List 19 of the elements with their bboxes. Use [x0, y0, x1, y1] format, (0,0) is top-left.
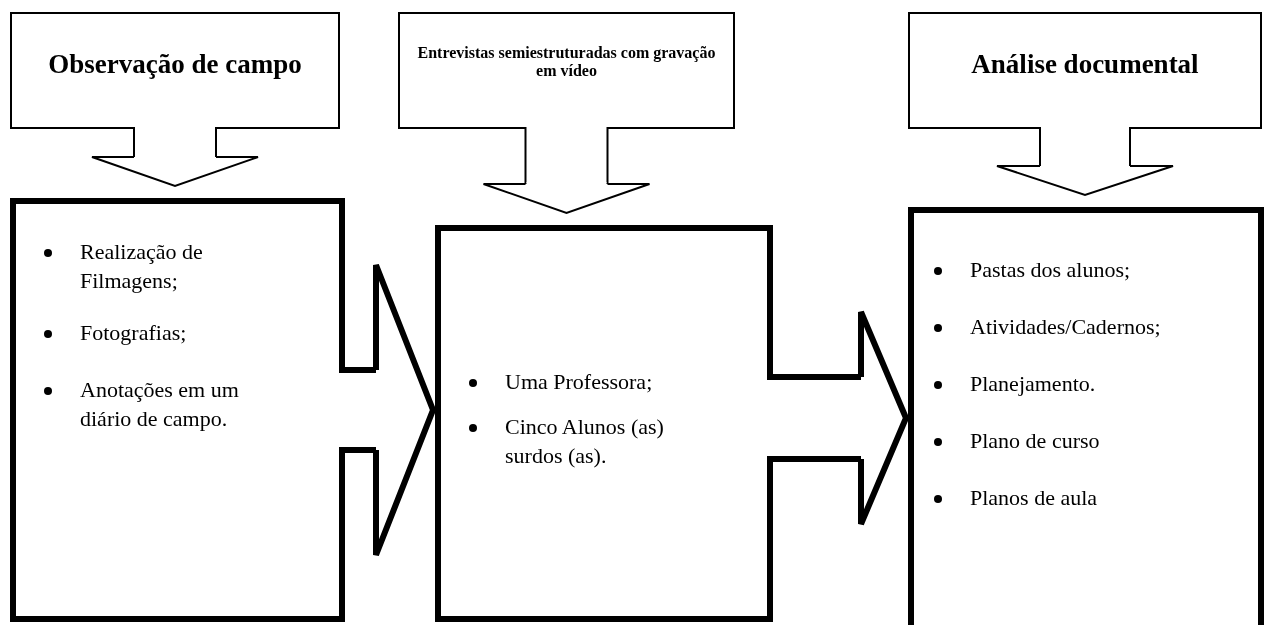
list-item: Pastas dos alunos; — [970, 256, 1132, 284]
list-item: Uma Professora; — [505, 368, 654, 396]
list-box — [10, 198, 345, 622]
callout-box — [908, 12, 1262, 129]
list-item: Atividades/Cadernos; — [970, 313, 1162, 341]
list-box — [908, 207, 1264, 625]
list-item: Anotações em um diário de campo. — [80, 376, 240, 433]
list-item: Planejamento. — [970, 370, 1097, 398]
callout-title: Análise documental — [971, 49, 1199, 80]
list-item: Planos de aula — [970, 484, 1099, 512]
callout-box — [398, 12, 735, 129]
list-item: Cinco Alunos (as) surdos (as). — [505, 413, 665, 470]
list-item: Realização de Filmagens; — [80, 238, 204, 295]
list-item: Plano de curso — [970, 427, 1101, 455]
callout-box — [10, 12, 340, 129]
callout-title: Observação de campo — [48, 49, 302, 80]
list-box — [435, 225, 773, 622]
callout-title: Entrevistas semiestruturadas com gravação em vídeo — [416, 43, 717, 80]
list-item: Fotografias; — [80, 319, 188, 347]
